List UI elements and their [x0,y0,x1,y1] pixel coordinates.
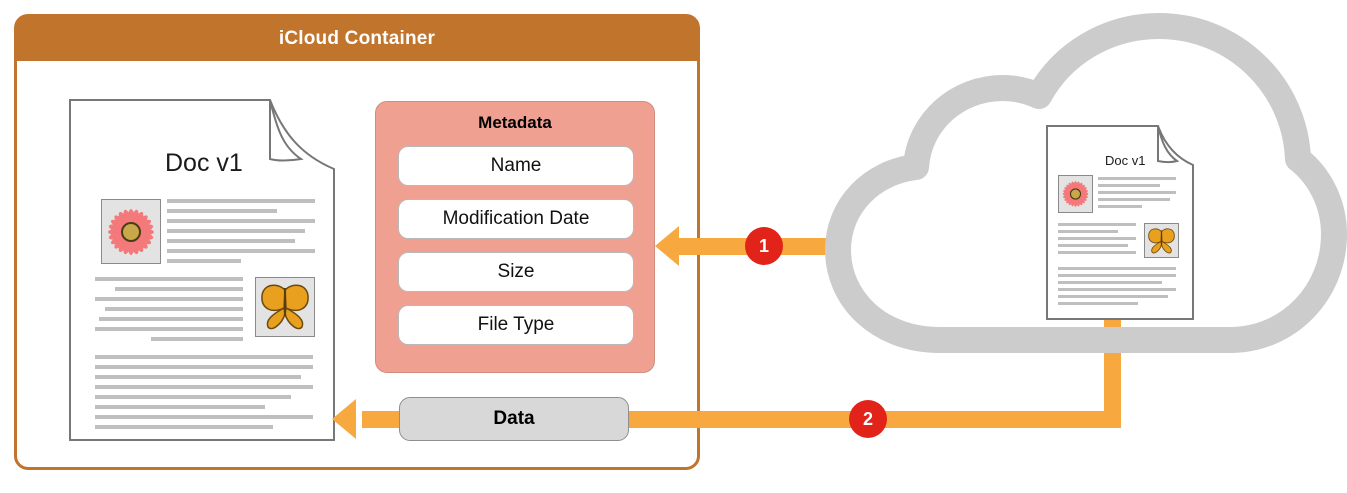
document-sheet-shape [1046,125,1194,320]
cloud-document-title: Doc v1 [1105,153,1146,168]
icloud-service: Doc v1 [820,10,1347,370]
container-title: iCloud Container [278,27,436,49]
local-document: Doc v1 [69,99,335,441]
metadata-field-label: File Type [477,314,555,335]
data-transfer-chip[interactable]: Data [399,397,629,441]
local-document-title: Doc v1 [165,149,243,177]
metadata-panel: Metadata Name Modification Date Size Fil… [375,101,655,373]
metadata-field-name[interactable]: Name [398,146,634,186]
butterfly-thumbnail [255,277,315,337]
metadata-field-label: Name [490,155,542,176]
butterfly-thumbnail [1144,223,1179,258]
step-badge-label: 1 [758,235,769,256]
step-badge-2: 2 [849,400,887,438]
step-badge-label: 2 [862,408,873,429]
metadata-title: Metadata [478,113,552,132]
flow-2-arrowhead [332,399,356,439]
cloud-document: Doc v1 [1046,125,1194,320]
metadata-field-size[interactable]: Size [398,252,634,292]
metadata-field-label: Modification Date [442,208,590,229]
icloud-container: iCloud Container Doc v1 [14,14,700,470]
flower-thumbnail [1058,175,1093,213]
container-header: iCloud Container [16,16,698,61]
metadata-field-file-type[interactable]: File Type [398,305,634,345]
data-transfer-label: Data [493,408,535,429]
step-badge-1: 1 [745,227,783,265]
metadata-field-modification-date[interactable]: Modification Date [398,199,634,239]
flow-1-arrowhead [655,226,679,266]
cloud-icon [825,13,1347,353]
metadata-field-label: Size [497,261,535,282]
flower-thumbnail [101,199,161,264]
